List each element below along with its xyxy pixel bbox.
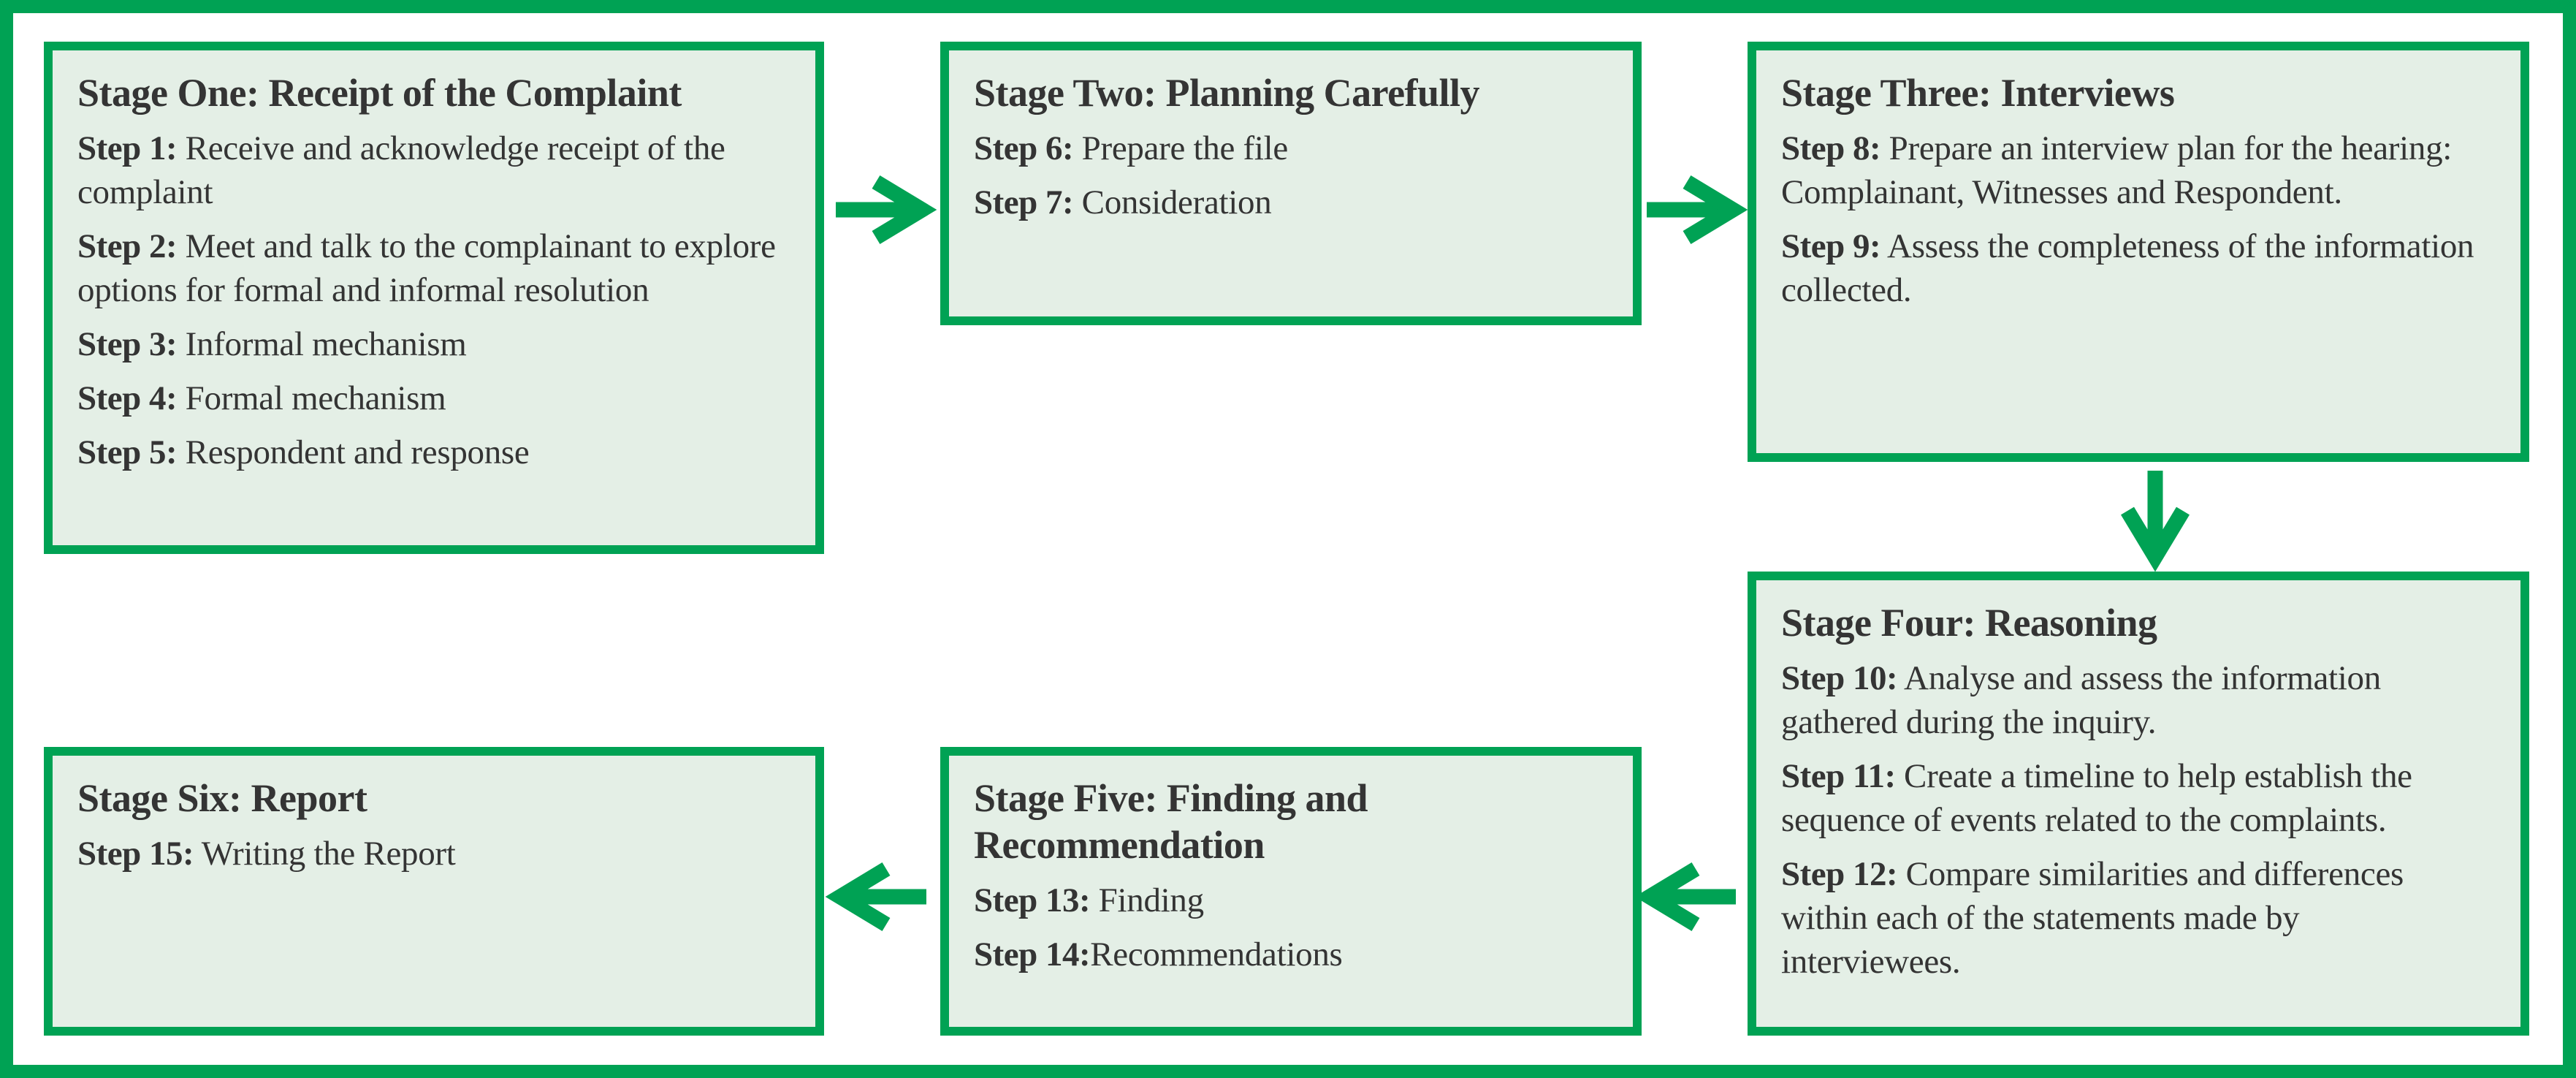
arrow-stage3-to-stage4 bbox=[2121, 469, 2190, 572]
step-13: Step 13: Finding bbox=[974, 878, 1599, 922]
step-7-label: Step 7: bbox=[974, 183, 1074, 221]
step-8-label: Step 8: bbox=[1781, 129, 1881, 167]
stage-box-four: Stage Four: Reasoning Step 10: Analyse a… bbox=[1748, 572, 2529, 1036]
right-arrow-icon bbox=[1647, 175, 1748, 244]
arrow-stage4-to-stage5 bbox=[1634, 862, 1737, 931]
step-12-text: Compare similarities and differences wit… bbox=[1781, 855, 2404, 981]
step-5: Step 5: Respondent and response bbox=[77, 430, 782, 474]
step-4-text: Formal mechanism bbox=[177, 379, 446, 417]
step-5-text: Respondent and response bbox=[177, 433, 530, 471]
arrow-stage2-to-stage3 bbox=[1645, 175, 1748, 244]
step-3-label: Step 3: bbox=[77, 325, 178, 363]
stage-four-title: Stage Four: Reasoning bbox=[1781, 601, 2157, 645]
step-10: Step 10: Analyse and assess the informat… bbox=[1781, 656, 2487, 744]
step-10-text: Analyse and assess the information gathe… bbox=[1781, 659, 2381, 741]
step-3-text: Informal mechanism bbox=[177, 325, 467, 363]
stage-box-two: Stage Two: Planning Carefully Step 6: Pr… bbox=[940, 42, 1642, 325]
step-1-label: Step 1: bbox=[77, 129, 178, 167]
step-11-label: Step 11: bbox=[1781, 757, 1896, 795]
step-2-label: Step 2: bbox=[77, 227, 178, 265]
step-11-text: Create a timeline to help establish the … bbox=[1781, 757, 2412, 839]
stage-five-title: Stage Five: Finding and Recommendation bbox=[974, 776, 1368, 867]
step-13-text: Finding bbox=[1090, 881, 1204, 919]
step-6-text: Prepare the file bbox=[1073, 129, 1289, 167]
step-12: Step 12: Compare similarities and differ… bbox=[1781, 852, 2487, 984]
step-8-text: Prepare an interview plan for the hearin… bbox=[1781, 129, 2453, 211]
right-arrow-icon bbox=[836, 175, 937, 244]
step-7: Step 7: Consideration bbox=[974, 181, 1599, 224]
step-15-label: Step 15: bbox=[77, 835, 194, 873]
stage-two-title: Stage Two: Planning Carefully bbox=[974, 71, 1480, 115]
down-arrow-icon bbox=[2121, 471, 2190, 572]
step-11: Step 11: Create a timeline to help estab… bbox=[1781, 754, 2487, 842]
step-10-label: Step 10: bbox=[1781, 659, 1898, 697]
step-9-label: Step 9: bbox=[1781, 227, 1881, 265]
stage-three-title: Stage Three: Interviews bbox=[1781, 71, 2175, 115]
stage-box-six: Stage Six: Report Step 15: Writing the R… bbox=[44, 747, 824, 1036]
step-1-text: Receive and acknowledge receipt of the c… bbox=[77, 129, 725, 211]
step-6-label: Step 6: bbox=[974, 129, 1074, 167]
stage-six-title: Stage Six: Report bbox=[77, 776, 367, 820]
left-arrow-icon bbox=[825, 862, 926, 931]
step-2-text: Meet and talk to the complainant to expl… bbox=[77, 227, 776, 309]
stage-one-title: Stage One: Receipt of the Complaint bbox=[77, 71, 682, 115]
step-9: Step 9: Assess the completeness of the i… bbox=[1781, 224, 2487, 312]
step-13-label: Step 13: bbox=[974, 881, 1091, 919]
step-8: Step 8: Prepare an interview plan for th… bbox=[1781, 126, 2487, 214]
step-2: Step 2: Meet and talk to the complainant… bbox=[77, 224, 782, 312]
stage-box-three: Stage Three: Interviews Step 8: Prepare … bbox=[1748, 42, 2529, 462]
left-arrow-icon bbox=[1634, 862, 1736, 931]
stage-box-one: Stage One: Receipt of the Complaint Step… bbox=[44, 42, 824, 554]
step-1: Step 1: Receive and acknowledge receipt … bbox=[77, 126, 782, 214]
step-7-text: Consideration bbox=[1073, 183, 1272, 221]
arrow-stage1-to-stage2 bbox=[834, 175, 937, 244]
step-5-label: Step 5: bbox=[77, 433, 178, 471]
step-14: Step 14:Recommendations bbox=[974, 933, 1599, 976]
step-14-label: Step 14: bbox=[974, 935, 1091, 973]
arrow-stage5-to-stage6 bbox=[825, 862, 928, 931]
step-14-text: Recommendations bbox=[1090, 935, 1343, 973]
step-3: Step 3: Informal mechanism bbox=[77, 322, 782, 366]
step-4: Step 4: Formal mechanism bbox=[77, 376, 782, 420]
step-12-label: Step 12: bbox=[1781, 855, 1898, 893]
stage-box-five: Stage Five: Finding and Recommendation S… bbox=[940, 747, 1642, 1036]
step-6: Step 6: Prepare the file bbox=[974, 126, 1599, 170]
step-15-text: Writing the Report bbox=[194, 835, 456, 873]
step-4-label: Step 4: bbox=[77, 379, 178, 417]
step-15: Step 15: Writing the Report bbox=[77, 832, 782, 876]
step-9-text: Assess the completeness of the informati… bbox=[1781, 227, 2474, 309]
